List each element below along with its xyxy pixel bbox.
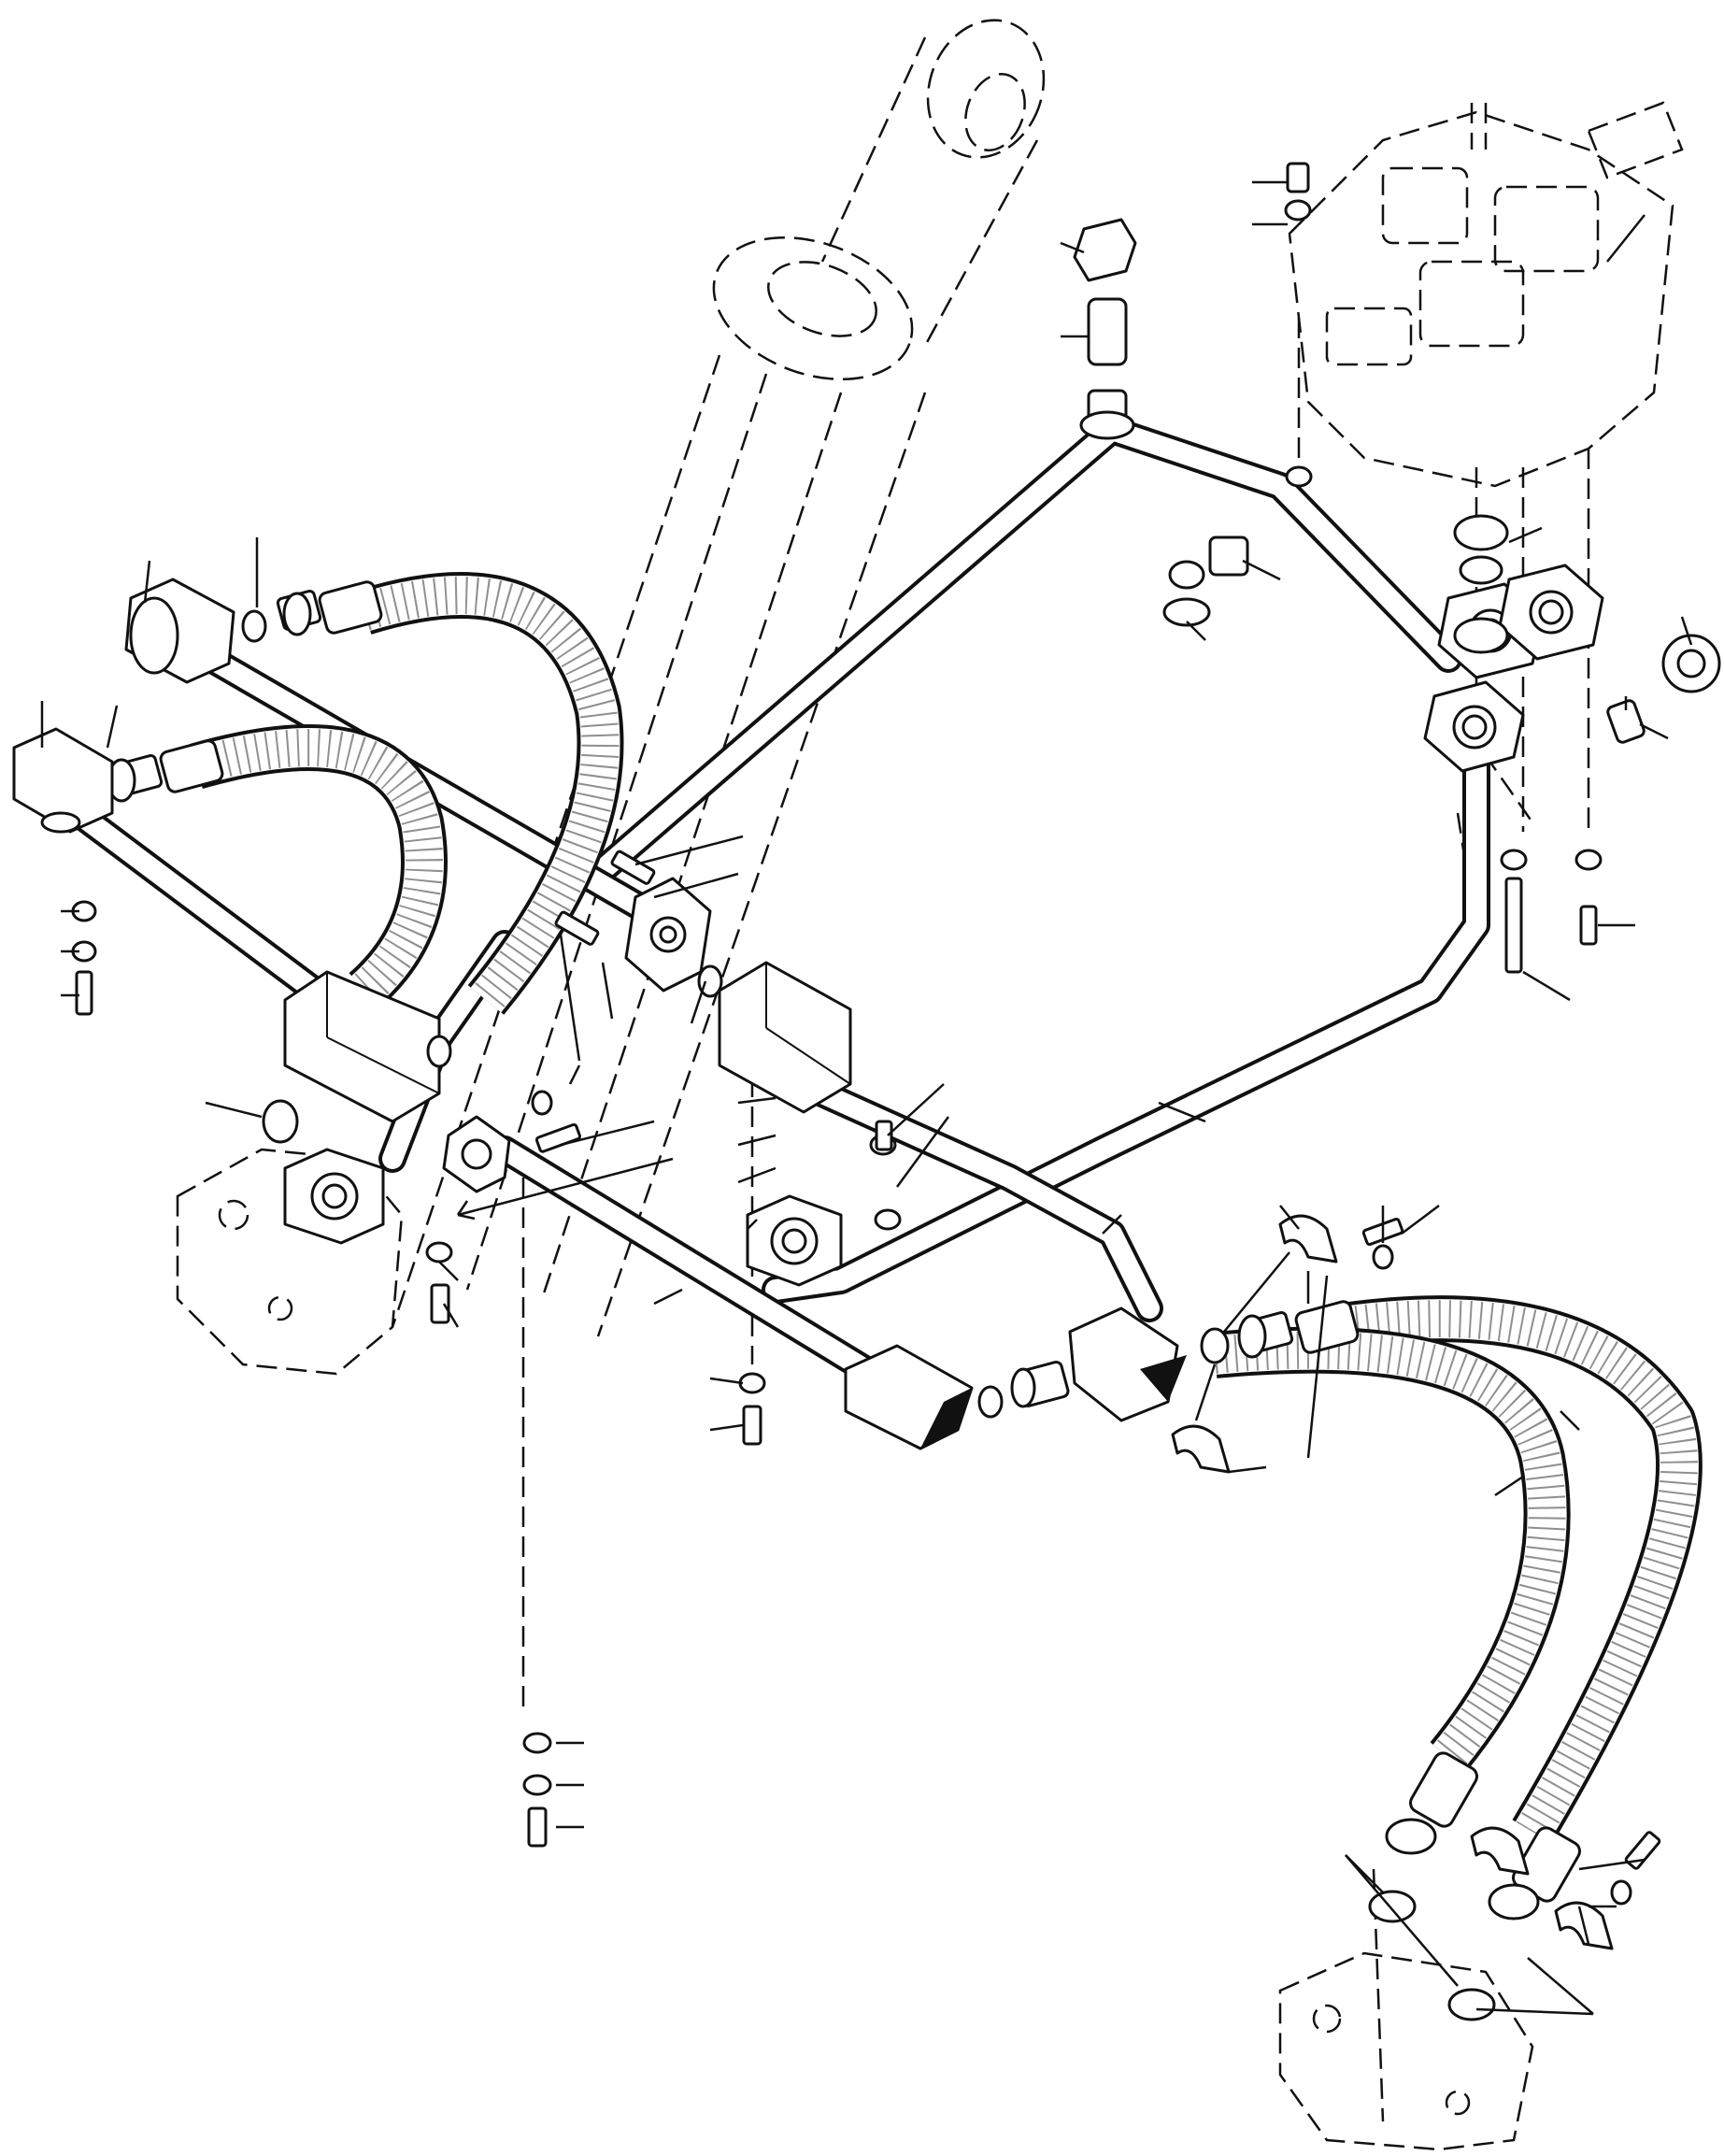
control-valve-phantom (1288, 101, 1684, 832)
flanges (283, 564, 1614, 1950)
elbow-blocks (12, 578, 1187, 1450)
left-motor-phantom (176, 1148, 404, 1376)
top-fittings (1073, 218, 1721, 744)
flexible-hoses (190, 572, 1703, 1844)
hose-fittings (107, 580, 1581, 1920)
leader-lines (40, 180, 1693, 2016)
seals-and-bolts (71, 162, 1661, 2021)
